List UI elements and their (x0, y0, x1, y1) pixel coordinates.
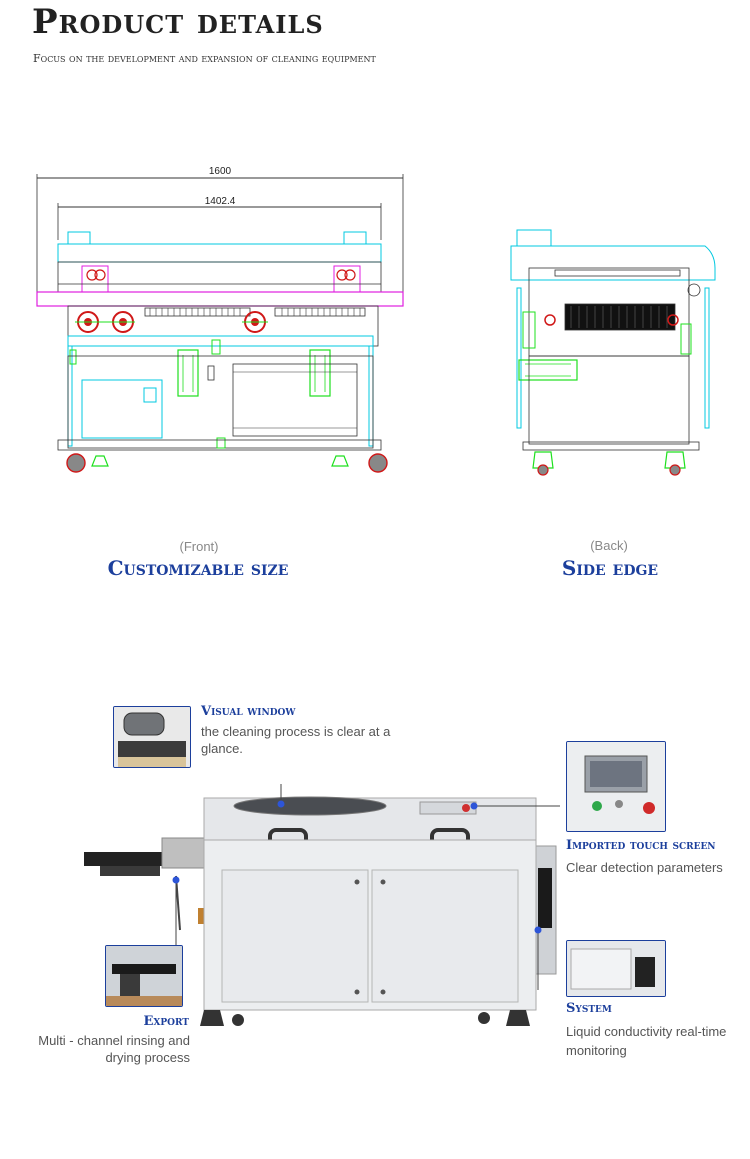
page-title: Product details (32, 2, 324, 42)
page-subtitle: Focus on the development and expansion o… (33, 52, 376, 65)
side-view-svg (510, 229, 716, 476)
system-text: Liquid conductivity real-time monitoring (566, 1024, 727, 1058)
front-caption: Customizable size (107, 556, 289, 580)
front-view-label: (Front) (179, 539, 219, 554)
side-caption: Side edge (561, 556, 659, 580)
visual-window-thumbnail (113, 706, 191, 768)
front-view-svg: 1600 1402.4 (36, 166, 404, 473)
machine-svg (84, 784, 560, 1026)
machine-illustration (80, 780, 560, 1035)
left-cabinet-door (221, 869, 369, 1003)
input-conveyor (84, 852, 166, 866)
touch-screen-title: Imported touch screen (566, 838, 716, 853)
export-thumbnail (105, 945, 183, 1007)
export-title: Export (143, 1014, 189, 1029)
export-text: Multi - channel rinsing and drying proce… (38, 1033, 190, 1065)
system-thumbnail (566, 940, 666, 997)
side-view-drawing (505, 228, 720, 483)
visual-window-text: the cleaning process is clear at a glanc… (201, 724, 391, 756)
right-cabinet-door (371, 869, 519, 1003)
touch-screen-thumbnail (566, 741, 666, 832)
system-title: System (566, 1001, 612, 1016)
visual-window-glass (233, 796, 387, 816)
visual-window-title: Visual window (201, 704, 296, 719)
touch-screen-text: Clear detection parameters (566, 860, 723, 875)
side-view-label: (Back) (590, 538, 628, 553)
dim-total-label: 1600 (209, 166, 232, 177)
dim-inner-label: 1402.4 (205, 196, 236, 207)
front-view-drawing: 1600 1402.4 (30, 160, 410, 480)
